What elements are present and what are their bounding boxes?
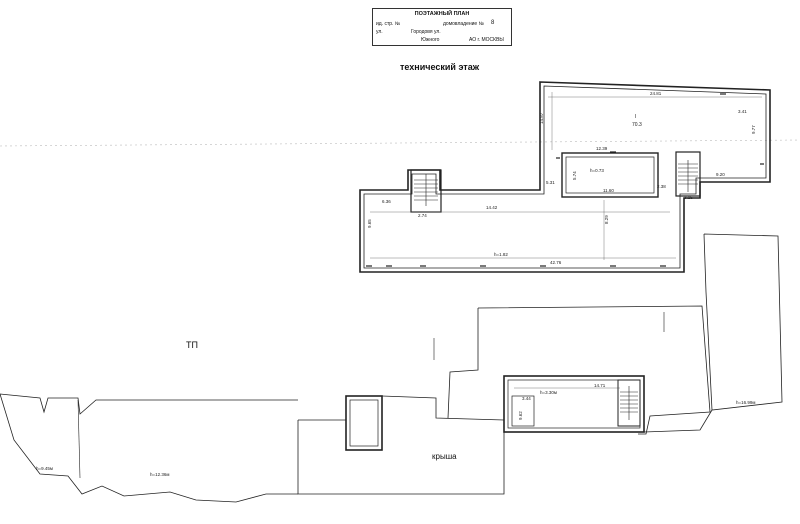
dim-mid-a: 5.31 <box>546 180 555 185</box>
lower-left-ground <box>0 393 298 503</box>
left-stair-steps <box>414 174 438 206</box>
lower-room <box>511 395 535 427</box>
stamp-row1-right: домовладение № <box>443 21 484 27</box>
stamp-row2-left: ул. <box>376 29 383 35</box>
dim-top-right-a: 3.41 <box>738 109 747 114</box>
right-height: h=16.99м <box>736 400 756 405</box>
stamp-row3-district: Южного <box>421 37 440 43</box>
stamp-row1-left: ид. стр. № <box>376 21 401 27</box>
dim-left-c: 2.74 <box>418 213 427 218</box>
dim-lower-a: 9.62 <box>518 411 523 420</box>
roof-outline <box>298 396 347 421</box>
dim-mid-b: 8.29 <box>604 215 609 224</box>
column-marks <box>366 93 764 267</box>
dim-right-b: 3.15 <box>684 195 693 200</box>
dim-lower-w: 14.71 <box>594 383 606 388</box>
room-number: I <box>635 114 636 120</box>
lower-block <box>503 375 645 433</box>
dim-inner-h: 5.74 <box>572 171 577 180</box>
technical-floor-outline <box>359 81 771 273</box>
left-height-a: h=9.45м <box>36 466 53 471</box>
dimension-lines <box>370 92 762 389</box>
dim-left-b: 9.65 <box>367 219 372 228</box>
technical-floor-inner <box>363 85 767 269</box>
dim-right-a: 9.20 <box>716 172 725 177</box>
stamp-row2-street: Городовя ул. <box>411 29 441 35</box>
zone-roof-label: крыша <box>432 452 457 461</box>
dim-left-w: 14.42 <box>486 205 498 210</box>
stamp-heading: ПОЭТАЖНЫЙ ПЛАН <box>414 11 470 17</box>
inner-room <box>561 152 659 198</box>
roof-stair-shaft <box>345 395 383 451</box>
zone-tp-label: ТП <box>186 340 198 350</box>
dim-top-right-b: 9.77 <box>751 125 756 134</box>
middle-block-outline <box>477 305 711 435</box>
dim-top-width: 24.81 <box>650 91 662 96</box>
dim-lower-b: 3.44 <box>522 396 531 401</box>
right-stair-steps <box>678 160 698 192</box>
dim-bottom-w: 42.76 <box>550 260 562 265</box>
right-building-outline <box>703 233 783 411</box>
stamp-row1-number: 8 <box>491 20 495 26</box>
roof-stair-inner <box>349 399 379 447</box>
dim-top-left-h: 14.87 <box>539 112 544 124</box>
middle-block-left <box>447 308 479 419</box>
roof-outline-right <box>381 395 505 421</box>
right-stair-shaft <box>675 151 701 197</box>
lower-stair-steps <box>620 386 638 420</box>
dim-left-a: 6.36 <box>382 199 391 204</box>
roof-bottom <box>297 420 505 495</box>
dim-bottom-h: h=1.82 <box>494 252 508 257</box>
stamp-row3-right: АО г. МОСКВЫ <box>469 37 504 43</box>
title-stamp: ПОЭТАЖНЫЙ ПЛАН ид. стр. № домовладение №… <box>372 8 512 46</box>
lower-left-outline <box>0 393 298 415</box>
roof-right-edge <box>643 409 713 433</box>
dim-inner-mark: h=0.73 <box>590 168 604 173</box>
scan-line <box>0 139 800 147</box>
dim-inner-side: 2.38 <box>657 184 666 189</box>
room-area: 70.3 <box>632 122 642 128</box>
dim-inner-w: 11.60 <box>603 188 614 193</box>
dim-lower-h: h=3.30м <box>540 390 557 395</box>
lower-stair-shaft <box>617 379 641 427</box>
lower-left-divider <box>77 399 81 479</box>
dim-inner-top: 12.39 <box>596 146 608 151</box>
floor-title: технический этаж <box>400 62 480 72</box>
left-height-b: h=12.36м <box>150 472 170 477</box>
dimension-labels: 24.81 14.87 3.41 9.77 70.3 I 12.39 5.74 … <box>36 91 756 477</box>
